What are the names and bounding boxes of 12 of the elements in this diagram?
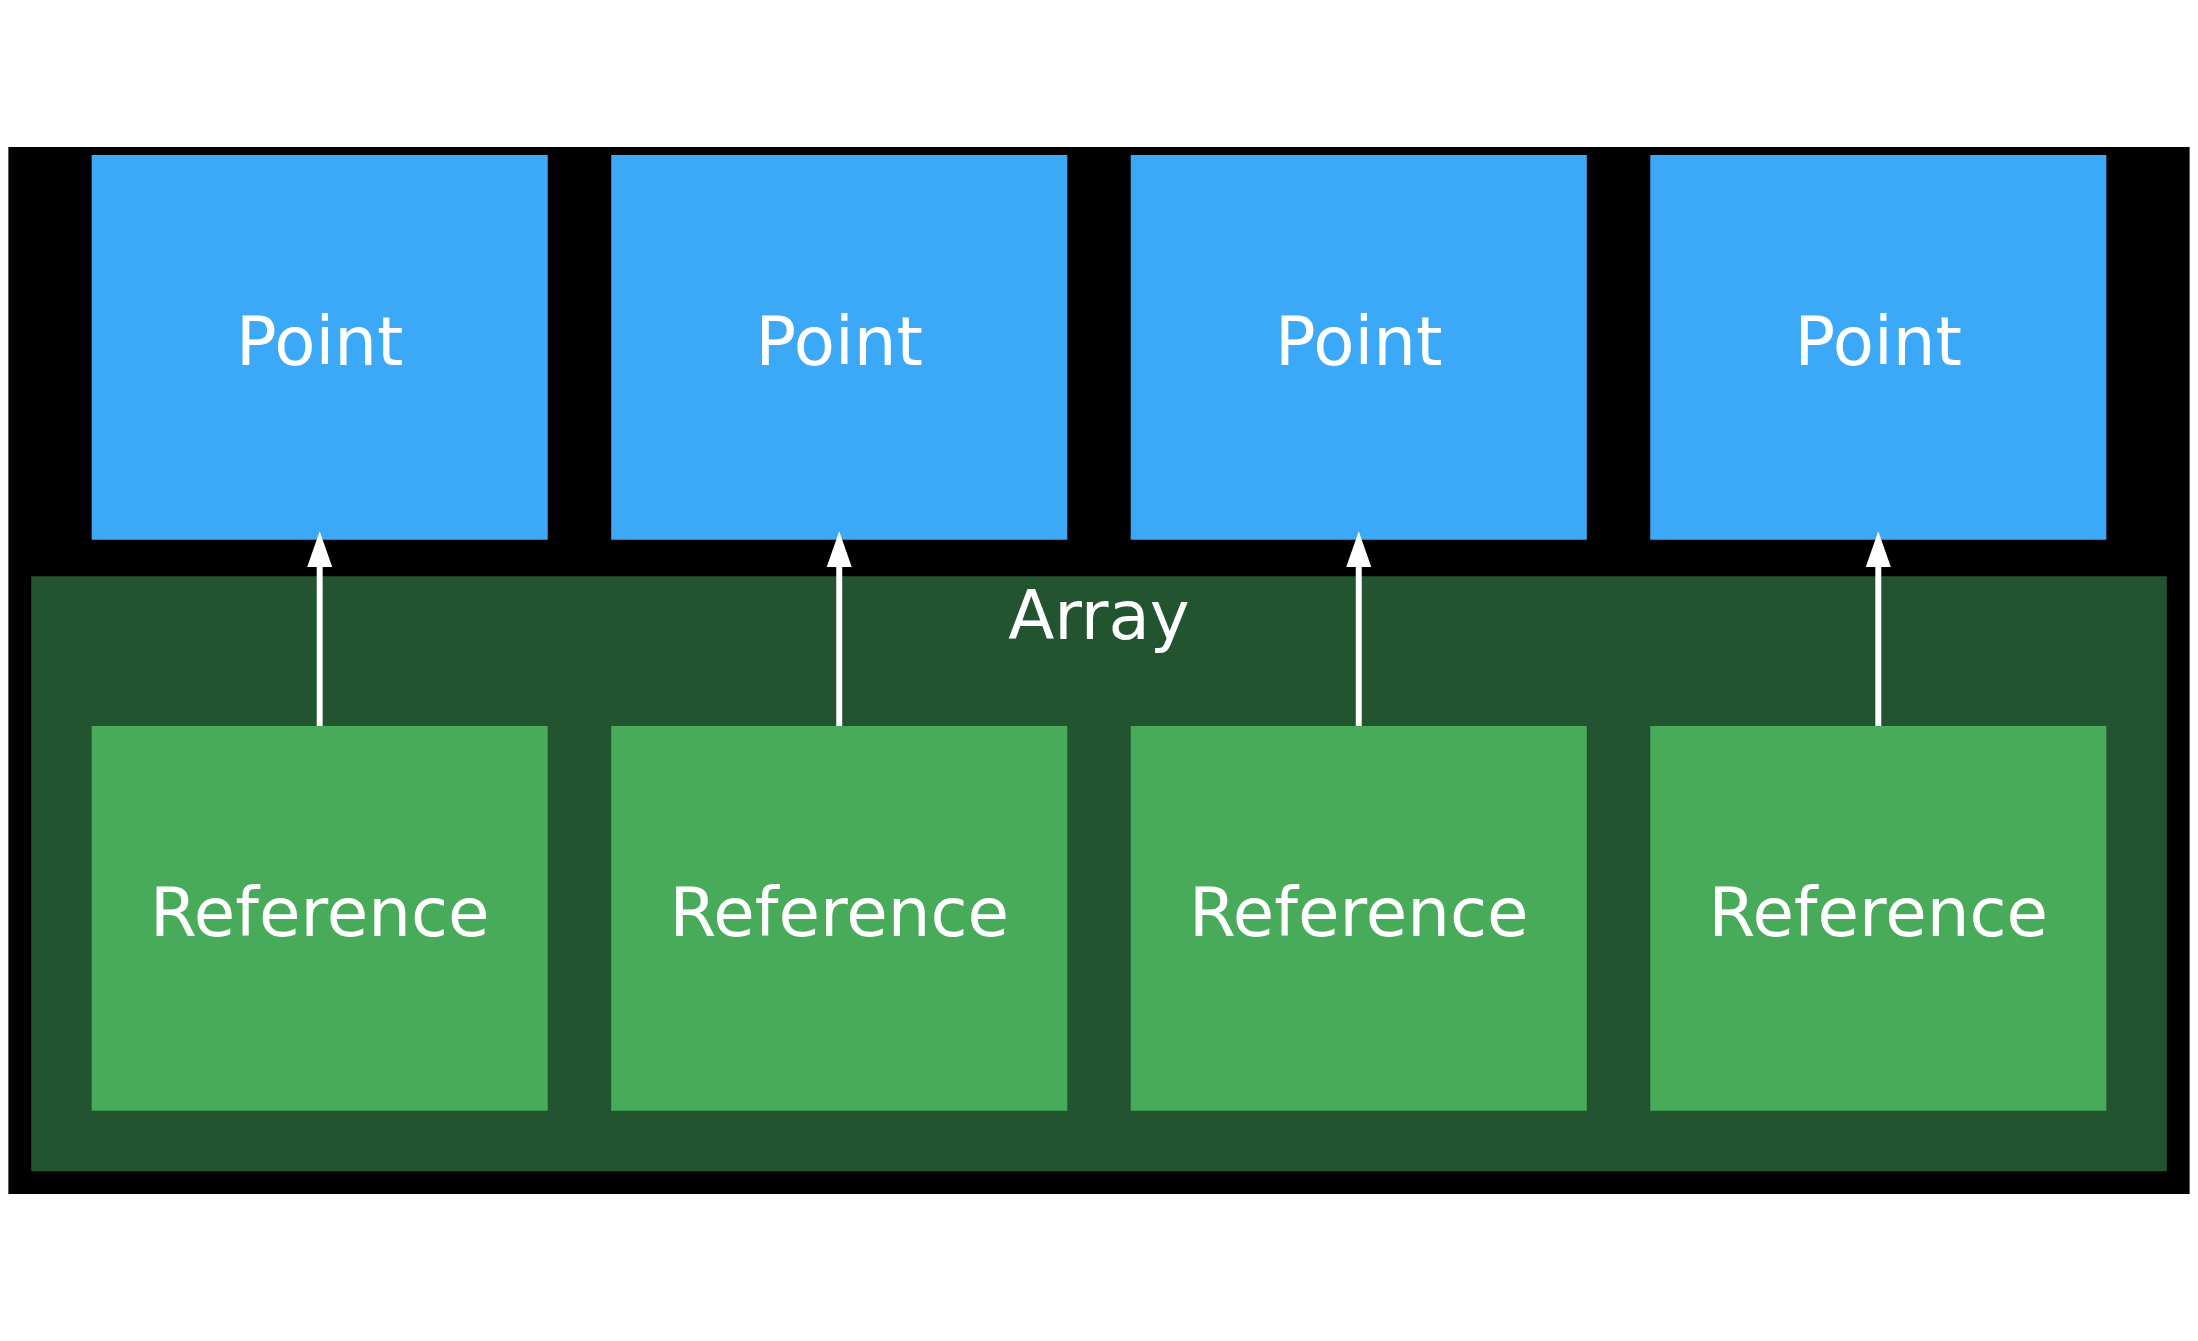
arrow bbox=[826, 531, 852, 726]
node-box: Point bbox=[1130, 154, 1587, 540]
node-box: Point bbox=[611, 154, 1068, 540]
node-box: Reference bbox=[611, 726, 1068, 1111]
node-box: Reference bbox=[1650, 726, 2107, 1111]
node-box: Reference bbox=[1130, 726, 1587, 1111]
arrow bbox=[1346, 531, 1372, 726]
node-box: Point bbox=[1650, 154, 2107, 540]
node-box: Point bbox=[91, 154, 548, 540]
arrow bbox=[1865, 531, 1891, 726]
node-box: Reference bbox=[91, 726, 548, 1111]
arrow bbox=[307, 531, 333, 726]
